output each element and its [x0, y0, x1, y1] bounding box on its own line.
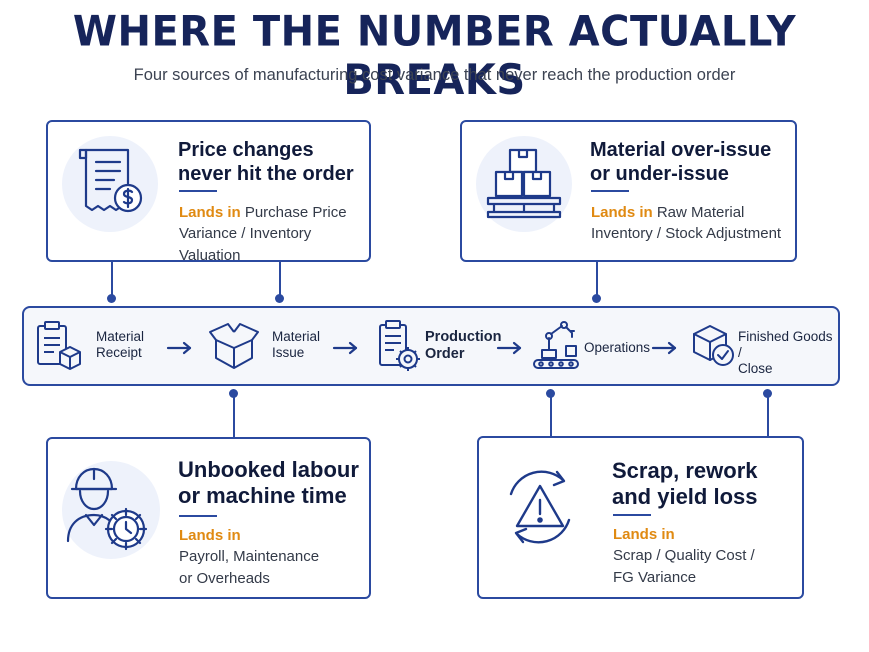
open-box-icon: [209, 323, 259, 369]
card-scrap-rework: Scrap, rework and yield loss Lands in Sc…: [477, 436, 804, 599]
card-title: Price changes never hit the order: [178, 138, 354, 186]
connector-dot: [229, 389, 238, 398]
flow-step-label: Production Order: [425, 329, 502, 364]
card-material-issue: Material over-issue or under-issue Lands…: [460, 120, 797, 262]
card-title: Unbooked labour or machine time: [178, 457, 359, 510]
receipt-dollar-icon: [78, 148, 143, 213]
connector-dot: [107, 294, 116, 303]
flow-step-line: Operations: [584, 340, 651, 355]
card-body: Lands in Payroll, Maintenance or Overhea…: [179, 525, 319, 589]
arrow-right-icon: [496, 341, 522, 355]
flow-step-label: Operations: [584, 340, 650, 356]
card-divider: [179, 515, 217, 517]
flow-step-line: Close: [738, 361, 773, 377]
worker-gear-clock-icon: [66, 467, 148, 551]
connector-scrap-right: [767, 394, 769, 436]
lands-in-label: Lands in: [613, 526, 675, 543]
card-divider: [591, 190, 629, 192]
card-body-text: Scrap / Quality Cost /: [613, 547, 755, 565]
card-title-line: never hit the order: [178, 163, 354, 185]
warning-cycle-icon: [509, 470, 571, 544]
flow-step-line: Material: [96, 329, 145, 344]
card-body-text: Payroll, Maintenance: [179, 548, 320, 566]
card-unbooked-labour: Unbooked labour or machine time Lands in…: [46, 437, 371, 599]
clipboard-box-icon: [37, 321, 81, 370]
page-title: WHERE THE NUMBER ACTUALLY BREAKS: [72, 7, 797, 105]
connector-labour: [233, 394, 235, 438]
card-body: Lands in Raw Material Inventory / Stock …: [591, 202, 781, 245]
flow-step-line: Material: [272, 329, 321, 344]
connector-price-left: [111, 262, 113, 298]
card-title: Material over-issue or under-issue: [590, 138, 771, 186]
pallet-boxes-icon: [486, 148, 562, 219]
flow-step-line: Receipt: [96, 345, 142, 361]
lands-in-label: Lands in: [179, 204, 241, 221]
card-title-line: or under-issue: [590, 163, 729, 185]
card-title-line: Material over-issue: [590, 139, 772, 161]
card-body-text: or Overheads: [179, 569, 270, 587]
flow-step-line: Finished Goods /: [738, 329, 833, 361]
card-body-text: Raw Material: [652, 204, 745, 221]
connector-dot: [763, 389, 772, 398]
flow-step-label: Material Receipt: [96, 329, 144, 361]
card-price-changes: Price changes never hit the order Lands …: [46, 120, 371, 264]
process-flow: Material Receipt Material Issue: [22, 306, 840, 386]
connector-material: [596, 262, 598, 298]
card-title-line: Price changes: [178, 139, 314, 161]
arrow-right-icon: [651, 341, 677, 355]
document-gear-icon: [379, 320, 420, 371]
card-title-line: Unbooked labour: [178, 457, 359, 482]
flow-step-line: Production: [425, 329, 502, 345]
card-body: Lands in Scrap / Quality Cost / FG Varia…: [613, 524, 755, 588]
connector-price-right: [279, 262, 281, 298]
card-body-text: FG Variance: [613, 568, 697, 586]
lands-in-label: Lands in: [591, 204, 653, 221]
flow-step-line: Order: [425, 346, 465, 363]
card-body: Lands in Purchase Price Variance / Inven…: [179, 202, 369, 266]
flow-step-label: Finished Goods / Close: [738, 329, 838, 378]
arrow-right-icon: [166, 341, 192, 355]
flow-step-label: Material Issue: [272, 329, 320, 361]
connector-dot: [275, 294, 284, 303]
card-divider: [613, 514, 651, 516]
arrow-right-icon: [332, 341, 358, 355]
card-title: Scrap, rework and yield loss: [612, 458, 758, 511]
box-check-icon: [693, 325, 734, 366]
icon-circle: [62, 136, 158, 232]
card-title-line: Scrap, rework: [612, 458, 758, 483]
flow-step-line: Issue: [272, 345, 305, 361]
card-body-text: Variance / Inventory Valuation: [179, 225, 312, 264]
card-divider: [179, 190, 217, 192]
connector-dot: [592, 294, 601, 303]
card-title-line: and yield loss: [612, 484, 758, 510]
page-subtitle: Four sources of manufacturing cost varia…: [133, 66, 736, 84]
card-body-text: Purchase Price: [240, 204, 347, 221]
robot-arm-icon: [533, 321, 579, 369]
lands-in-label: Lands in: [179, 527, 241, 544]
card-title-line: or machine time: [178, 483, 347, 509]
connector-scrap-left: [550, 394, 552, 436]
card-body-text: Inventory / Stock Adjustment: [591, 225, 782, 243]
connector-dot: [546, 389, 555, 398]
